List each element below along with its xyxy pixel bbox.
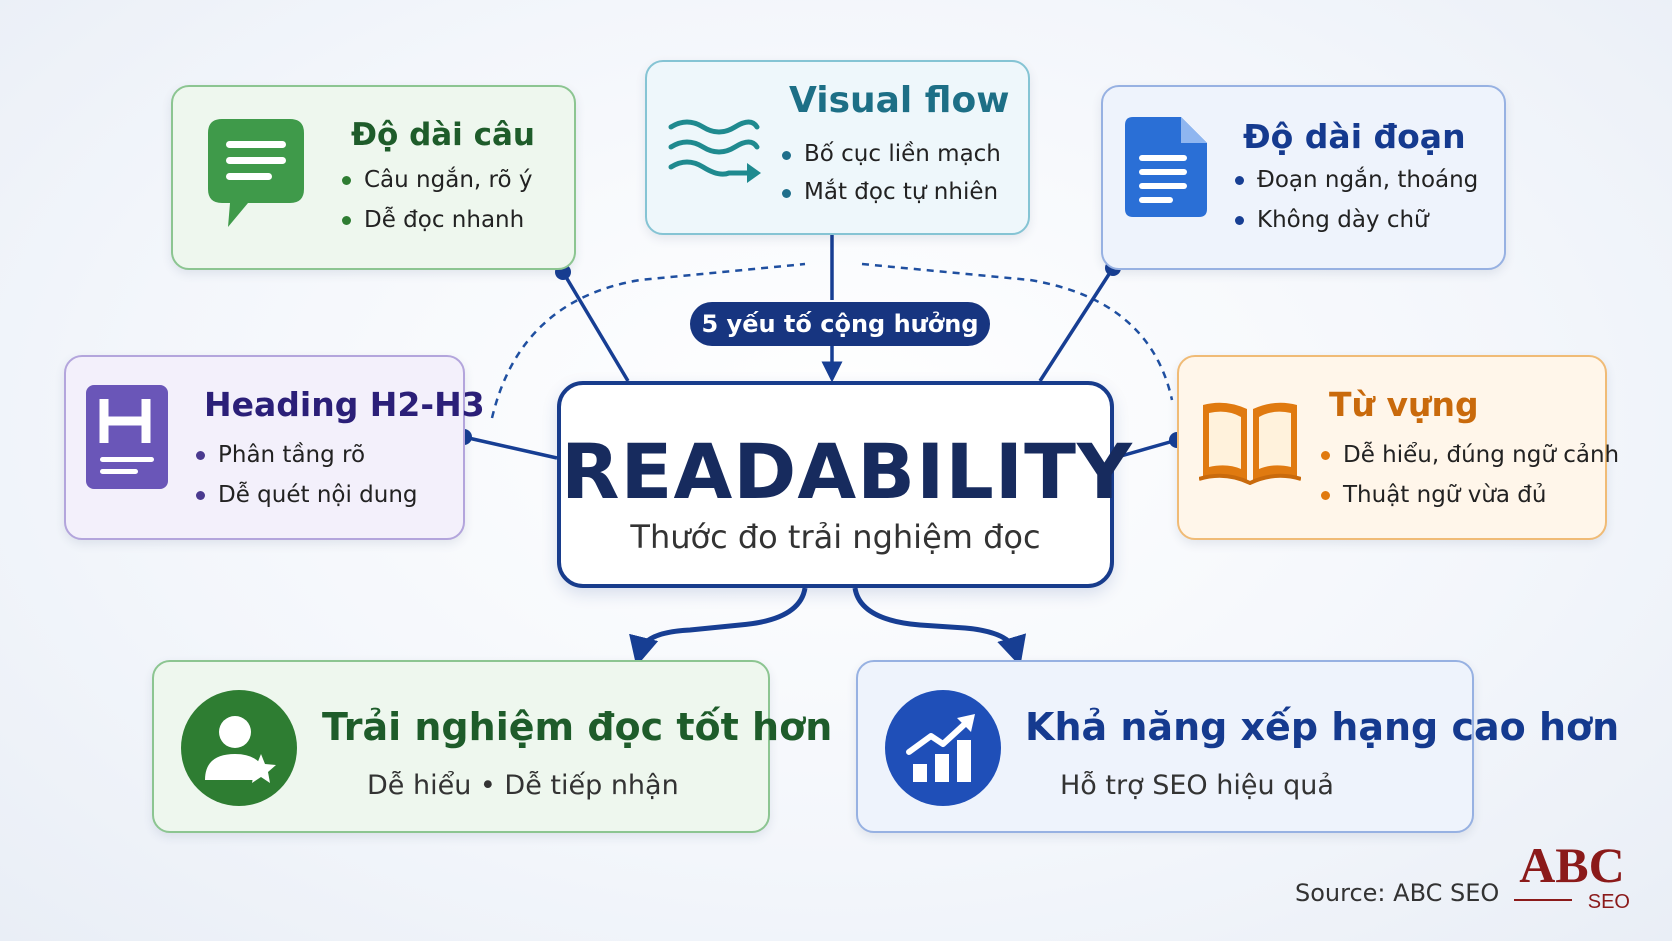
card-sentence-length: Độ dài câu Câu ngắn, rõ ý Dễ đọc nhanh [171, 85, 576, 270]
heading-icon [86, 385, 168, 489]
arrow-experience [629, 587, 808, 667]
open-book-icon [1199, 402, 1301, 485]
list-item: Bố cục liền mạch [780, 135, 1001, 173]
link-paragraph [1038, 267, 1115, 382]
list-item: Dễ đọc nhanh [340, 200, 532, 240]
card-heading: Heading H2-H3 Phân tầng rõ Dễ quét nội d… [64, 355, 485, 540]
source-credit: Source: ABC SEO [1295, 879, 1500, 907]
list-item: Dễ quét nội dung [194, 475, 418, 515]
abc-seo-logo: ABC SEO [1514, 837, 1630, 913]
list-item: Không dày chữ [1233, 200, 1478, 240]
outcome-title: Khả năng xếp hạng cao hơn [1025, 705, 1620, 749]
card-visual-flow: Visual flow Bố cục liền mạch Mắt đọc tự … [645, 60, 1030, 235]
document-icon [1125, 117, 1207, 217]
logo-subtext: SEO [1588, 891, 1630, 913]
point-list: Câu ngắn, rõ ý Dễ đọc nhanh [340, 160, 532, 240]
wave-arrow-icon [668, 119, 761, 183]
card-title: Độ dài câu [351, 117, 535, 153]
outcome-subtitle: Hỗ trợ SEO hiệu quả [1060, 770, 1334, 801]
factor-count-badge: 5 yếu tố cộng hưởng [690, 302, 990, 346]
link-heading [463, 435, 558, 460]
point-list: Đoạn ngắn, thoáng Không dày chữ [1233, 160, 1478, 240]
card-title: Độ dài đoạn [1243, 117, 1466, 156]
chat-bubble-icon [208, 119, 304, 227]
link-sentence [561, 271, 630, 382]
dashed-arc-right [861, 262, 1174, 401]
list-item: Thuật ngữ vừa đủ [1319, 475, 1619, 515]
arrow-ranking [852, 587, 1027, 667]
list-item: Dễ hiểu, đúng ngữ cảnh [1319, 435, 1619, 475]
dashed-arc [490, 262, 806, 419]
list-item: Câu ngắn, rõ ý [340, 160, 532, 200]
point-list: Dễ hiểu, đúng ngữ cảnh Thuật ngữ vừa đủ [1319, 435, 1619, 515]
link-vocab [1113, 438, 1178, 460]
growth-chart-icon [885, 690, 1001, 806]
point-list: Bố cục liền mạch Mắt đọc tự nhiên [780, 135, 1001, 211]
point-list: Phân tầng rõ Dễ quét nội dung [194, 435, 418, 515]
card-title: Từ vựng [1329, 385, 1479, 424]
outcome-title: Trải nghiệm đọc tốt hơn [322, 705, 833, 749]
center-subtitle: Thước đo trải nghiệm đọc [630, 518, 1041, 556]
card-outcome-ranking: Khả năng xếp hạng cao hơn Hỗ trợ SEO hiệ… [856, 660, 1619, 833]
card-outcome-experience: Trải nghiệm đọc tốt hơn Dễ hiểu • Dễ tiế… [152, 660, 832, 833]
logo-text: ABC [1519, 837, 1625, 893]
card-vocabulary: Từ vựng Dễ hiểu, đúng ngữ cảnh Thuật ngữ… [1177, 355, 1619, 540]
center-title: READABILITY [561, 427, 1133, 516]
list-item: Đoạn ngắn, thoáng [1233, 160, 1478, 200]
card-title: Heading H2-H3 [204, 385, 485, 424]
user-star-icon [181, 690, 297, 806]
list-item: Phân tầng rõ [194, 435, 418, 475]
outcome-subtitle: Dễ hiểu • Dễ tiếp nhận [367, 770, 679, 801]
card-paragraph-length: Độ dài đoạn Đoạn ngắn, thoáng Không dày … [1101, 85, 1506, 270]
card-title: Visual flow [789, 80, 1010, 121]
center-node: READABILITY Thước đo trải nghiệm đọc [557, 381, 1133, 588]
list-item: Mắt đọc tự nhiên [780, 173, 1001, 211]
